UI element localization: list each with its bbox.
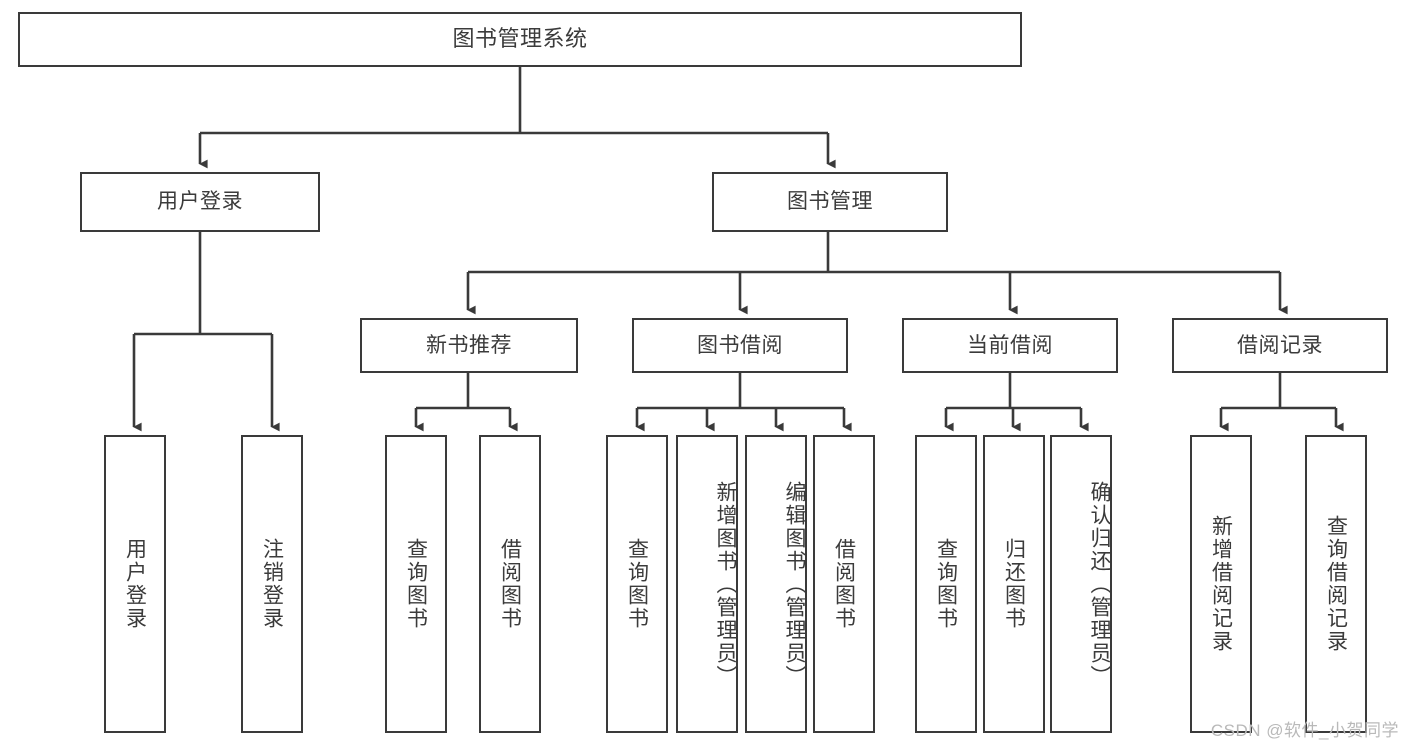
- node-leaf-logout-label: 注销登录: [260, 538, 284, 630]
- node-leaf-borrow-book-1[interactable]: 借阅图书: [479, 435, 541, 733]
- node-leaf-query-book-2[interactable]: 查询图书: [606, 435, 668, 733]
- node-leaf-return-book[interactable]: 归还图书: [983, 435, 1045, 733]
- node-leaf-user-login[interactable]: 用户登录: [104, 435, 166, 733]
- node-leaf-query-record-label: 查询借阅记录: [1324, 515, 1348, 653]
- node-book-borrow-label: 图书借阅: [697, 333, 783, 357]
- node-book-borrow[interactable]: 图书借阅: [632, 318, 848, 373]
- node-leaf-borrow-book-2[interactable]: 借阅图书: [813, 435, 875, 733]
- node-leaf-query-book-1-label: 查询图书: [404, 538, 428, 630]
- node-leaf-query-book-3[interactable]: 查询图书: [915, 435, 977, 733]
- node-new-book-recommend[interactable]: 新书推荐: [360, 318, 578, 373]
- node-root[interactable]: 图书管理系统: [18, 12, 1022, 67]
- node-leaf-borrow-book-1-label: 借阅图书: [498, 538, 522, 630]
- node-leaf-query-book-2-label: 查询图书: [625, 538, 649, 630]
- node-book-management-label: 图书管理: [787, 190, 873, 214]
- node-user-login-label: 用户登录: [157, 190, 243, 214]
- node-leaf-confirm-return[interactable]: 确认归还（管理员）: [1050, 435, 1112, 733]
- node-borrow-record-label: 借阅记录: [1237, 333, 1323, 357]
- node-new-book-recommend-label: 新书推荐: [426, 333, 512, 357]
- node-leaf-edit-book[interactable]: 编辑图书（管理员）: [745, 435, 807, 733]
- node-leaf-add-record-label: 新增借阅记录: [1209, 515, 1233, 653]
- node-leaf-query-book-3-label: 查询图书: [934, 538, 958, 630]
- node-leaf-logout[interactable]: 注销登录: [241, 435, 303, 733]
- node-leaf-query-book-1[interactable]: 查询图书: [385, 435, 447, 733]
- node-leaf-user-login-label: 用户登录: [123, 538, 147, 630]
- node-leaf-borrow-book-2-label: 借阅图书: [832, 538, 856, 630]
- node-borrow-record[interactable]: 借阅记录: [1172, 318, 1388, 373]
- node-current-borrow[interactable]: 当前借阅: [902, 318, 1118, 373]
- watermark: CSDN @软件_小贺同学: [1210, 721, 1399, 740]
- node-leaf-confirm-return-label: 确认归还（管理员）: [1088, 480, 1111, 688]
- node-leaf-add-record[interactable]: 新增借阅记录: [1190, 435, 1252, 733]
- node-book-management[interactable]: 图书管理: [712, 172, 948, 232]
- node-current-borrow-label: 当前借阅: [967, 333, 1053, 357]
- node-leaf-add-book-label: 新增图书（管理员）: [714, 480, 737, 688]
- node-leaf-add-book[interactable]: 新增图书（管理员）: [676, 435, 738, 733]
- node-leaf-edit-book-label: 编辑图书（管理员）: [783, 480, 806, 688]
- node-root-label: 图书管理系统: [452, 26, 588, 52]
- node-user-login[interactable]: 用户登录: [80, 172, 320, 232]
- node-leaf-return-book-label: 归还图书: [1002, 538, 1026, 630]
- node-leaf-query-record[interactable]: 查询借阅记录: [1305, 435, 1367, 733]
